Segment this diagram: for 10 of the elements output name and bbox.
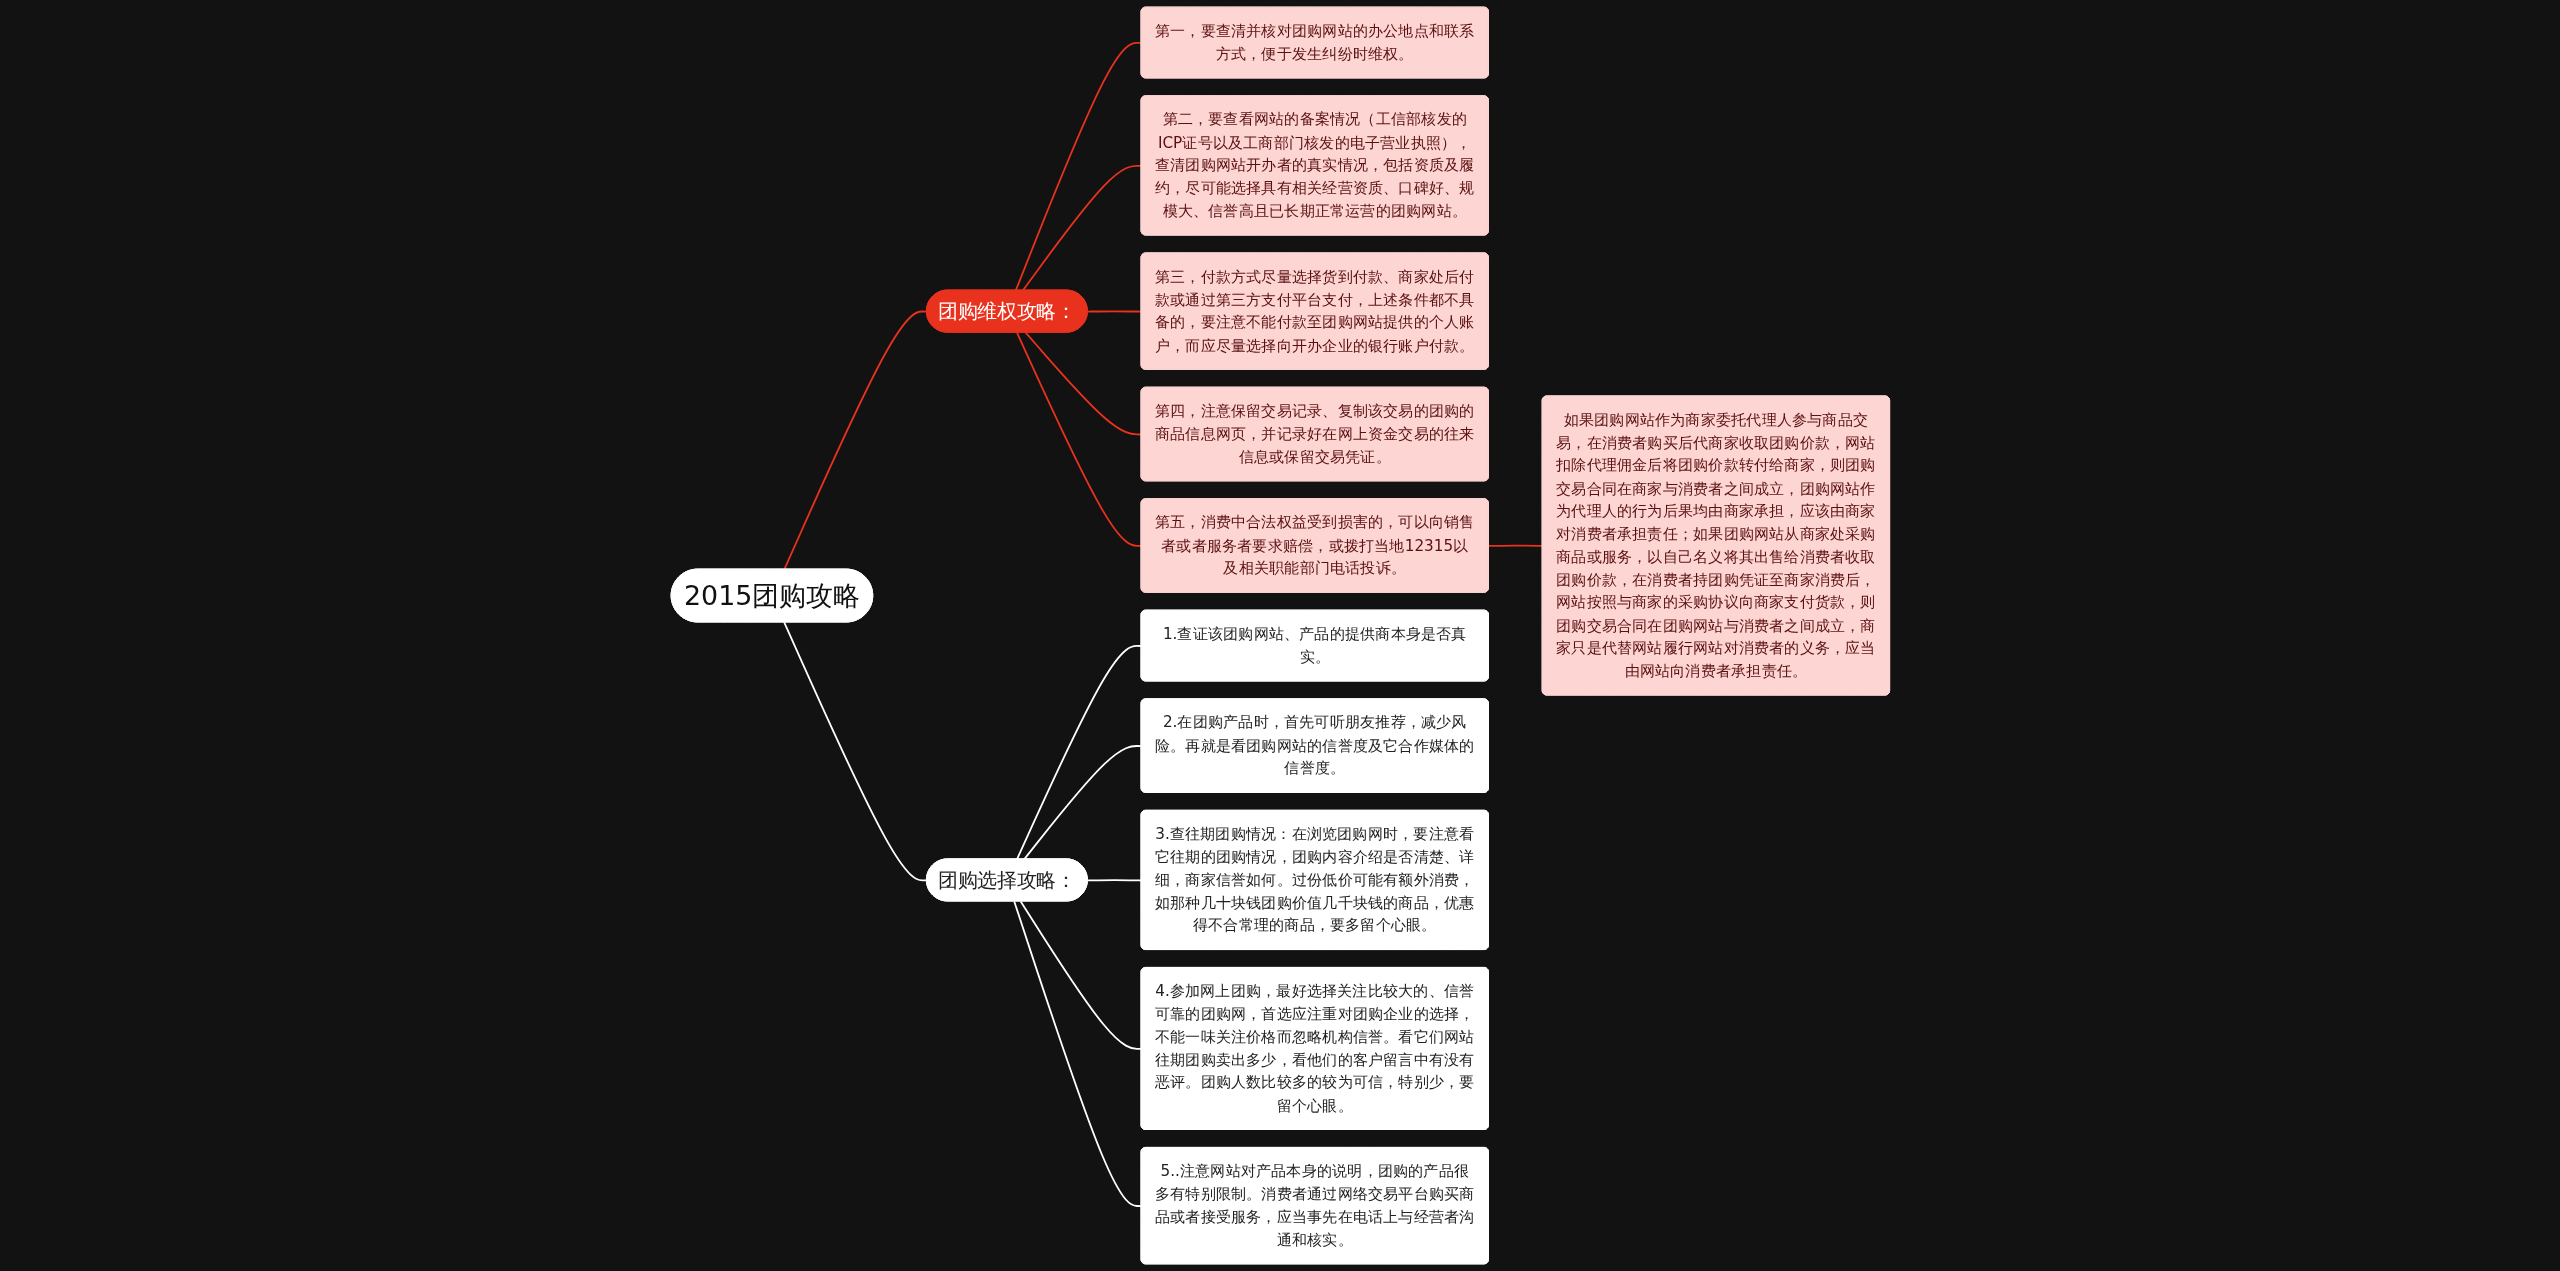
connector	[1024, 331, 1142, 436]
connector	[782, 310, 928, 571]
connector	[782, 621, 928, 882]
connector	[1014, 42, 1142, 292]
connector	[1019, 900, 1142, 1050]
connector	[1015, 331, 1142, 547]
connector	[1086, 310, 1142, 313]
connector	[1021, 164, 1142, 292]
connector	[1012, 900, 1142, 1207]
connector	[1086, 879, 1142, 882]
